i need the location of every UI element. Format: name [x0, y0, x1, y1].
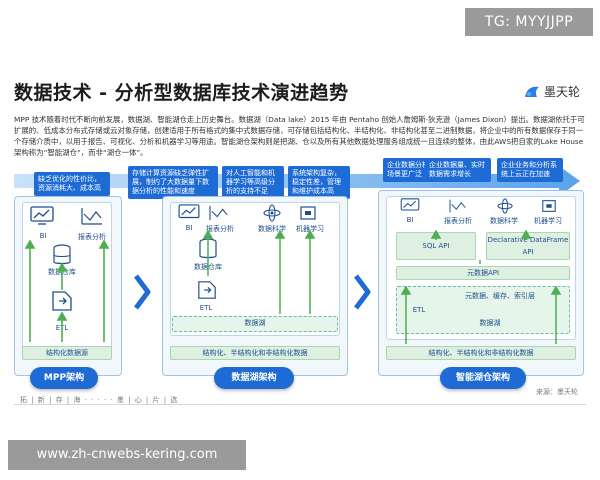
- smart-flow-arrows: [400, 229, 562, 344]
- mpp-source-label: 结构化数据源: [46, 349, 88, 357]
- footer-source: 来源：墨天轮: [536, 388, 578, 396]
- smart-meta-cache-bar: [396, 286, 570, 334]
- lake-etl-icon: [198, 281, 216, 299]
- caption-lake-complex: 系统架构复杂，稳定性差，管理和维护成本高: [288, 166, 350, 199]
- lake-storage-bar: 数据湖: [172, 316, 338, 332]
- smart-pill: 智能湖仓架构: [440, 367, 526, 389]
- mpp-report-label: 报表分析: [78, 233, 106, 241]
- chevron-right-icon: [134, 274, 151, 310]
- lake-ml-label: 机器学习: [296, 225, 324, 233]
- smart-meta-cache-label: 元数据、缓存、索引层: [465, 292, 535, 300]
- watermark-bottom: www.zh-cnwebs-kering.com: [8, 440, 246, 470]
- smart-report-label: 报表分析: [444, 217, 472, 225]
- lake-pill: 数据湖架构: [214, 367, 294, 389]
- caption-smart-cloud: 企业业务和分析系统上云正在加速: [497, 158, 563, 182]
- smart-science-label: 数据科学: [490, 217, 518, 225]
- brand-logo-icon: [525, 86, 539, 97]
- smart-metadata-api-label: 元数据API: [466, 269, 500, 277]
- mpp-flow-arrows: [24, 239, 110, 342]
- watermark-top: TG: MYYJJPP: [465, 8, 593, 36]
- etl-icon: [52, 291, 72, 311]
- mpp-pill: MPP架构: [30, 367, 98, 389]
- lake-science-label: 数据科学: [258, 225, 286, 233]
- intro-paragraph: MPP 技术随着时代不断向前发展，数据湖、智能湖仓走上历史舞台。数据湖（Data…: [14, 115, 585, 157]
- lake-inner: [170, 202, 340, 336]
- smart-dataframe-api: Declarative DataFrame API: [486, 232, 570, 260]
- lake-report-label: 报表分析: [206, 225, 234, 233]
- smart-science-icon: [497, 198, 513, 214]
- smart-bi-icon: [400, 198, 420, 211]
- smart-sql-api-label: SQL API: [422, 242, 450, 250]
- caption-lake-elastic: 存储计算资源缺乏弹性扩展，制约了大数据量下数据分析的性能和速度: [128, 166, 218, 199]
- lake-source-label: 结构化、半结构化和非结构化数据: [202, 349, 308, 357]
- lake-etl-label: ETL: [199, 304, 213, 312]
- mpp-bi-label: BI: [39, 232, 47, 240]
- page-title: 数据技术 - 分析型数据库技术演进趋势: [14, 82, 349, 104]
- lake-report-icon: [209, 205, 228, 221]
- data-warehouse-icon: [53, 244, 71, 265]
- chevron-right-icon-2: [354, 274, 371, 310]
- smart-source-label: 结构化、半结构化和非结构化数据: [428, 349, 534, 357]
- footer-rule: [14, 404, 586, 405]
- smart-dataframe-api-label: Declarative DataFrame API: [487, 236, 569, 256]
- lake-bi-icon: [178, 204, 200, 219]
- brand: 墨天轮: [524, 83, 580, 100]
- smart-lake-label: 数据湖: [479, 319, 501, 327]
- bi-icon: [30, 206, 54, 225]
- smart-ml-label: 机器学习: [534, 217, 562, 225]
- smart-etl-label: ETL: [412, 306, 426, 314]
- mpp-inner: [22, 202, 112, 350]
- brand-name: 墨天轮: [544, 85, 581, 99]
- lake-flow-arrows: [202, 229, 316, 314]
- smart-report-icon: [449, 199, 466, 213]
- mpp-source-bar: 结构化数据源: [22, 346, 112, 360]
- report-chart-icon: [81, 208, 102, 225]
- caption-mpp-cost: 缺乏优化的性价比，资源消耗大、成本高: [34, 172, 110, 196]
- smart-source-bar: 结构化、半结构化和非结构化数据: [386, 346, 576, 360]
- smart-bi-label: BI: [406, 216, 414, 224]
- lake-ml-icon: [300, 206, 316, 220]
- footer-tagline: 拓 | 新 | 存 | 海 · · · · · 墨 | 心 | 片 | 选: [20, 396, 179, 404]
- smart-ml-icon: [542, 200, 556, 212]
- caption-smart-realtime: 企业数据量、实时数据需求增长: [425, 158, 491, 182]
- lake-source-bar: 结构化、半结构化和非结构化数据: [170, 346, 340, 360]
- lake-bi-label: BI: [185, 224, 193, 232]
- caption-lake-ai: 对人工智能和机器学习等高级分析的支持不足: [222, 166, 284, 199]
- lake-science-icon: [263, 204, 281, 222]
- smart-metadata-api: 元数据API: [396, 266, 570, 280]
